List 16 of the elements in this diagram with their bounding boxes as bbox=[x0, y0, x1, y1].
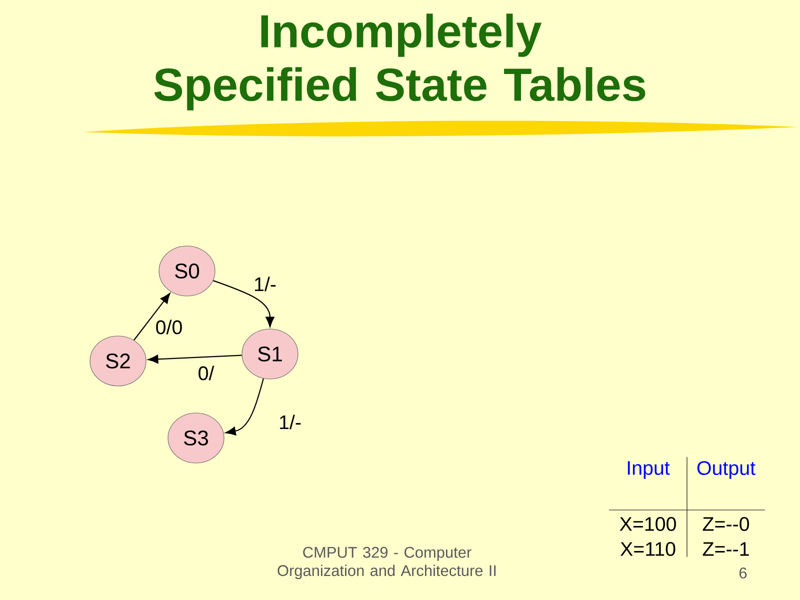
table-cell: Input bbox=[628, 461, 670, 479]
title: Incompletely Specified State Tables bbox=[154, 14, 646, 110]
table-cell: X=100 bbox=[620, 517, 676, 531]
arrow bbox=[148, 354, 242, 364]
edge-label: 1/- bbox=[252, 275, 278, 293]
table-cell: X=110 bbox=[620, 542, 676, 556]
arrow bbox=[134, 293, 170, 340]
edge-label: 1/- bbox=[277, 413, 303, 431]
arrow bbox=[225, 378, 264, 436]
table-cell: Z=--1 bbox=[702, 542, 749, 556]
table-cell: Z=--0 bbox=[702, 517, 750, 531]
table-cell: Output bbox=[697, 461, 756, 479]
footer-text: CMPUT 329 - Computer Organization and Architecture II bbox=[278, 546, 496, 580]
edge-label: 0/0 bbox=[154, 318, 184, 336]
page-number: 6 bbox=[740, 568, 747, 578]
arrow bbox=[213, 280, 274, 328]
